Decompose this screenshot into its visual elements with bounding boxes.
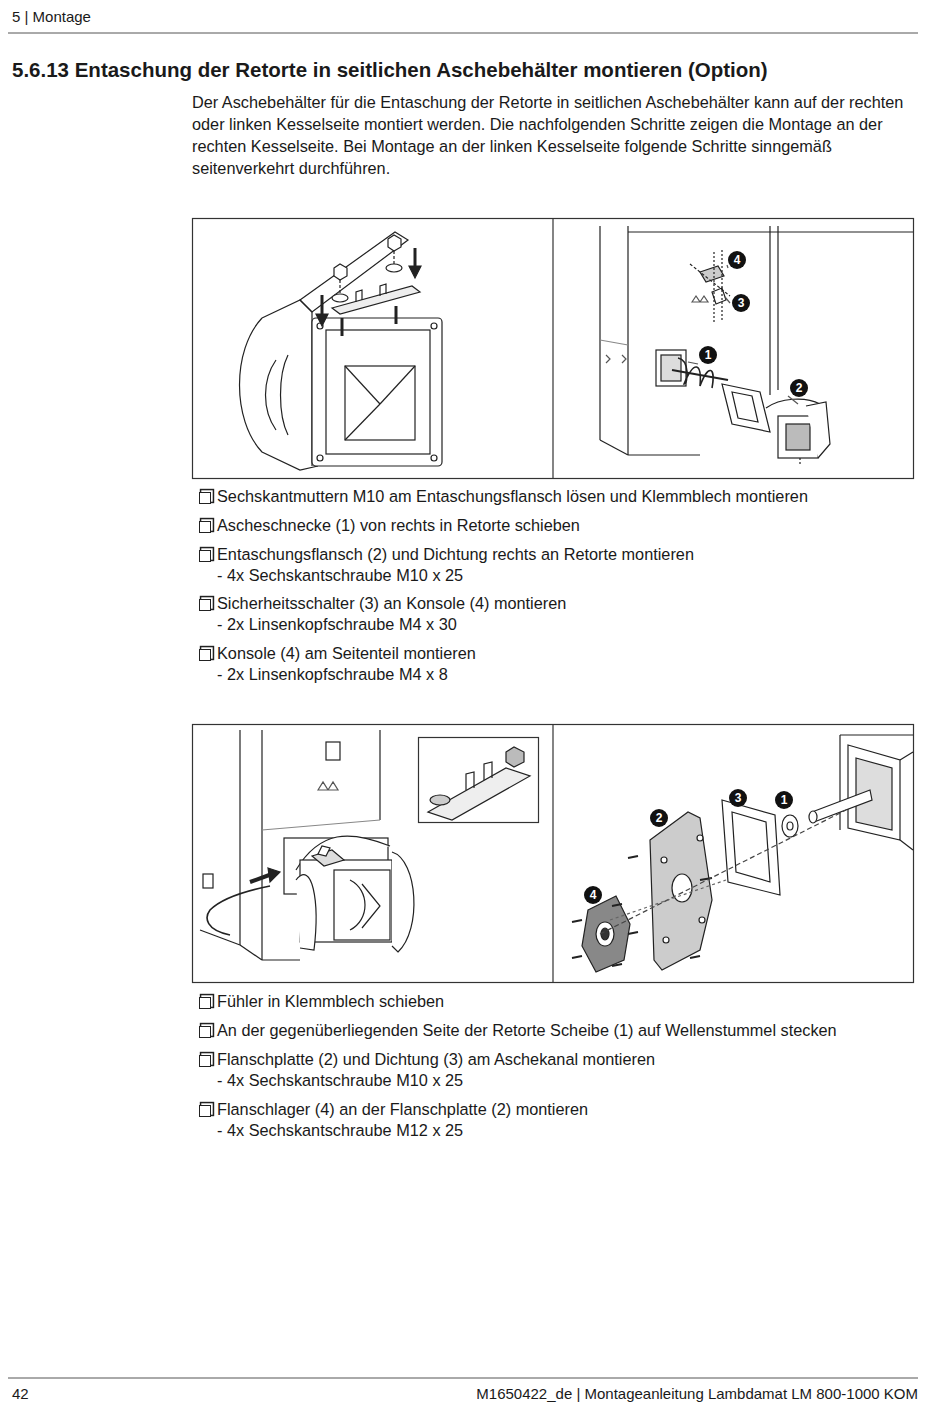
callout-number: 2 (790, 379, 808, 397)
checkbox-symbol (199, 550, 211, 562)
checkbox-symbol (199, 649, 211, 661)
step-detail: - 4x Sechskantschraube M12 x 25 (217, 1120, 463, 1141)
step-detail: - 4x Sechskantschraube M10 x 25 (217, 1070, 463, 1091)
callout-number: 3 (732, 294, 750, 312)
step-text: Sicherheitsschalter (3) an Konsole (4) m… (217, 593, 566, 614)
checkbox-symbol (199, 997, 211, 1009)
step-text: Entaschungsflansch (2) und Dichtung rech… (217, 544, 694, 565)
intro-text: Der Aschebehälter für die Entaschung der… (192, 91, 914, 179)
checkbox-symbol (199, 492, 211, 504)
step-detail: - 4x Sechskantschraube M10 x 25 (217, 565, 463, 586)
step-detail: - 2x Linsenkopfschraube M4 x 30 (217, 614, 457, 635)
flange-illustration (240, 232, 443, 470)
step-text: Konsole (4) am Seitenteil montieren (217, 643, 476, 664)
step-text: Ascheschnecke (1) von rechts in Retorte … (217, 515, 580, 536)
step-detail: - 2x Linsenkopfschraube M4 x 8 (217, 664, 448, 685)
callout-number: 3 (729, 789, 747, 807)
step-text: Flanschplatte (2) und Dichtung (3) am As… (217, 1049, 655, 1070)
step-text: Sechskantmuttern M10 am Entaschungsflans… (217, 486, 808, 507)
step-text: Flanschlager (4) an der Flanschplatte (2… (217, 1099, 588, 1120)
checkbox-symbol (199, 1026, 211, 1038)
callout-number: 2 (650, 809, 668, 827)
bearing-illustration (572, 735, 913, 972)
checkbox-symbol (199, 599, 211, 611)
step-text: An der gegenüberliegenden Seite der Reto… (217, 1020, 837, 1041)
page-number: 42 (12, 1385, 29, 1403)
checkbox-symbol (199, 521, 211, 533)
callout-number: 4 (728, 251, 746, 269)
ash-container-illustration (200, 730, 530, 960)
step-text: Fühler in Klemmblech schieben (217, 991, 444, 1012)
page-header: 5 | Montage (12, 8, 91, 26)
checkbox-symbol (199, 1105, 211, 1117)
callout-number: 4 (584, 886, 602, 904)
section-title: 5.6.13 Entaschung der Retorte in seitlic… (12, 57, 768, 83)
document-footer: M1650422_de | Montageanleitung Lambdamat… (476, 1385, 918, 1403)
callout-number: 1 (775, 791, 793, 809)
boiler-side-illustration (600, 226, 913, 466)
checkbox-symbol (199, 1055, 211, 1067)
callout-number: 1 (699, 346, 717, 364)
